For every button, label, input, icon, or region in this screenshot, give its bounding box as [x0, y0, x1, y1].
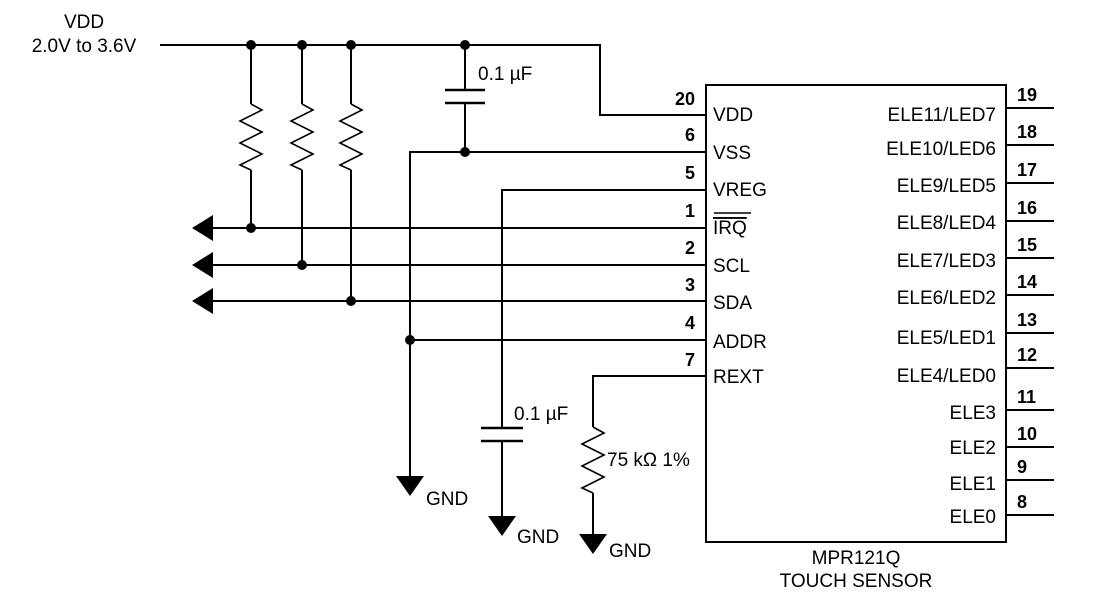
chip-function: TOUCH SENSOR	[780, 571, 933, 592]
rext-resistor	[580, 426, 606, 494]
pin-name: ELE2	[950, 438, 996, 459]
ground-symbol-2	[488, 516, 516, 536]
decoupling-capacitor	[445, 45, 485, 152]
pin-number: 9	[1017, 457, 1027, 477]
pin-name: ELE8/LED4	[897, 213, 997, 234]
chip-body	[705, 84, 1007, 543]
supply-name: VDD	[64, 12, 104, 33]
left-pin-names: VDD VSS VREG IRQ SCL SDA ADDR REXT	[713, 105, 767, 388]
ground-symbol-3	[579, 534, 607, 554]
right-pin-numbers: 19 18 17 16 15 14 13 12 11 10 9 8	[1017, 85, 1037, 512]
pin-name-irq: IRQ	[713, 218, 747, 239]
junction-dots	[246, 40, 470, 345]
vdd-rail	[160, 44, 706, 116]
pin-number: 10	[1017, 424, 1037, 444]
pin-name: VDD	[713, 105, 753, 126]
pullup-resistor-scl	[289, 45, 315, 265]
pin-name: ELE3	[950, 403, 996, 424]
pin-number: 14	[1017, 272, 1037, 292]
decoupling-cap-value: 0.1 µF	[478, 64, 532, 85]
pin-name: ELE7/LED3	[897, 251, 996, 272]
pin-name: SCL	[713, 256, 750, 277]
rext-resistor-value: 75 kΩ 1%	[607, 450, 690, 471]
pin-number: 1	[685, 201, 695, 221]
irq-arrow-icon	[192, 215, 213, 241]
pin-number: 12	[1017, 345, 1037, 365]
pin-number: 2	[685, 238, 695, 258]
pin-number: 13	[1017, 310, 1037, 330]
pin-name: ADDR	[713, 332, 767, 353]
pin-name: ELE9/LED5	[897, 176, 996, 197]
pin-number: 19	[1017, 85, 1037, 105]
right-pin-leads	[1006, 107, 1054, 516]
supply-range: 2.0V to 3.6V	[32, 36, 137, 57]
right-pin-names: ELE11/LED7 ELE10/LED6 ELE9/LED5 ELE8/LED…	[886, 105, 996, 528]
vreg-wire	[501, 189, 706, 517]
pin-number: 6	[685, 125, 695, 145]
pin-name: VSS	[713, 143, 751, 164]
vreg-cap-value: 0.1 µF	[514, 404, 568, 425]
ground-label-1: GND	[426, 489, 468, 510]
left-pin-numbers: 20 6 5 1 2 3 4 7	[675, 89, 695, 370]
ground-label-3: GND	[609, 541, 651, 562]
pin-number: 7	[685, 350, 695, 370]
pin-number: 18	[1017, 122, 1037, 142]
pin-number: 20	[675, 89, 695, 109]
pin-number: 17	[1017, 160, 1037, 180]
pin-number: 11	[1017, 387, 1036, 407]
pin-name: ELE10/LED6	[886, 139, 996, 160]
pin-number: 16	[1017, 198, 1037, 218]
pin-number: 8	[1017, 492, 1027, 512]
pin-name: ELE0	[950, 507, 996, 528]
sda-arrow-icon	[192, 288, 213, 314]
ground-label-2: GND	[517, 527, 559, 548]
pin-name: VREG	[713, 180, 767, 201]
pin-name: ELE1	[950, 474, 996, 495]
pin-name: SDA	[713, 293, 752, 314]
rext-wire	[592, 375, 706, 535]
pin-number: 4	[685, 313, 695, 333]
pin-name: ELE4/LED0	[897, 366, 996, 387]
scl-arrow-icon	[192, 252, 213, 278]
ground-symbol-1	[396, 476, 424, 496]
pin-number: 15	[1017, 235, 1037, 255]
pin-number: 3	[685, 275, 695, 295]
pin-name: ELE6/LED2	[897, 288, 996, 309]
pin-name: ELE5/LED1	[897, 328, 996, 349]
vss-wire	[409, 151, 706, 478]
pin-number: 5	[685, 163, 695, 183]
pin-name: REXT	[713, 367, 764, 388]
pullup-resistor-irq	[238, 45, 264, 228]
pullup-resistor-sda	[338, 45, 364, 301]
pin-name: ELE11/LED7	[888, 105, 996, 126]
chip-part-number: MPR121Q	[812, 548, 901, 569]
